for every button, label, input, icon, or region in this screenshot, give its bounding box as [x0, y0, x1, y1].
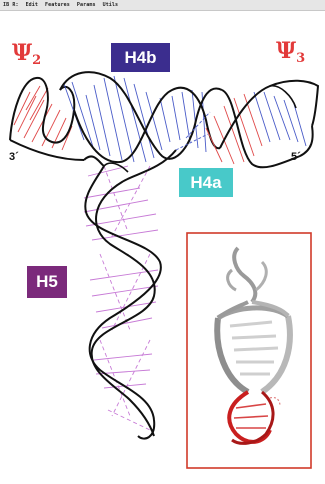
h4b-label: H4b — [111, 43, 170, 72]
five-prime-end-label: 5´ — [291, 151, 301, 163]
h5-label: H5 — [27, 266, 67, 298]
psi3-label: Ψ3 — [276, 38, 305, 66]
psi2-loop — [10, 78, 84, 160]
h5-helix — [84, 150, 176, 439]
h4a-label: H4a — [179, 168, 233, 197]
psi2-subscript: 2 — [32, 53, 41, 68]
inset-3d-structure — [187, 233, 311, 468]
psi3-subscript: 3 — [296, 51, 305, 66]
psi2-label: Ψ2 — [12, 40, 41, 68]
psi3-symbol: Ψ — [276, 38, 296, 64]
three-prime-end-label: 3´ — [9, 151, 19, 163]
psi2-symbol: Ψ — [12, 40, 32, 66]
h4b-helix — [60, 72, 222, 166]
